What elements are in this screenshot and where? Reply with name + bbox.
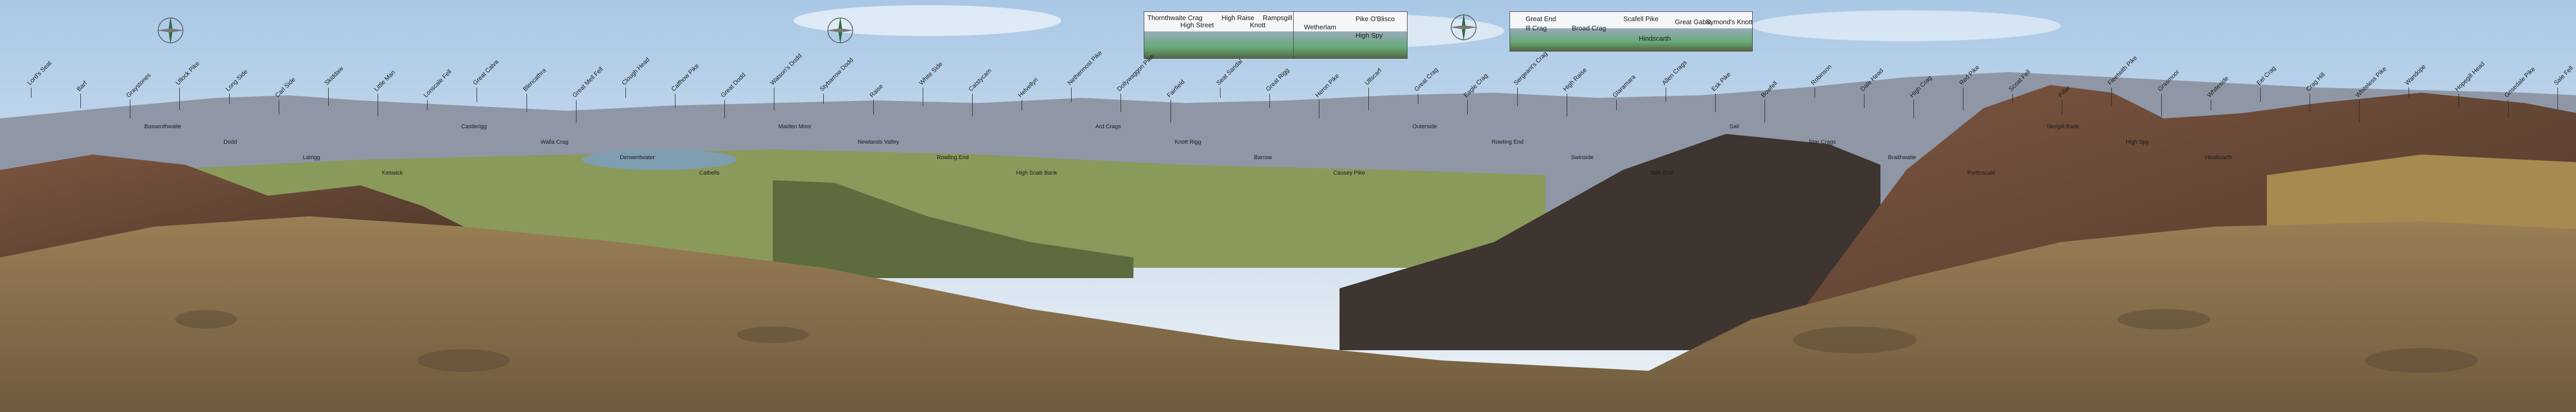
inset-label: Knott <box>1250 21 1266 29</box>
leader-line <box>873 100 874 114</box>
central-ridge <box>773 180 1133 278</box>
leader-line <box>1219 88 1221 98</box>
valley-label: Latrigg <box>302 154 320 161</box>
valley-label: Keswick <box>382 170 403 176</box>
leader-line <box>1715 94 1716 112</box>
leader-line <box>1616 100 1617 110</box>
valley-label: Causey Pike <box>1333 170 1365 176</box>
inset-label: Broad Crag <box>1572 24 1606 32</box>
leader-line <box>1467 100 1468 114</box>
inset-label: Hindscarth <box>1639 35 1671 42</box>
inset-label: Scafell Pike <box>1623 15 1658 23</box>
valley-label: Castlerigg <box>461 124 487 130</box>
inset-photo <box>1294 31 1407 58</box>
compass-rose-icon <box>826 16 854 44</box>
valley-label: High Snab Bank <box>1016 170 1057 176</box>
foreground-crest <box>0 216 2576 412</box>
leader-line <box>328 88 329 106</box>
inset-label: Great Gable <box>1675 18 1711 26</box>
valley-label: Dodd <box>223 139 238 145</box>
leader-line <box>1517 88 1518 106</box>
valley-label: Maiden Moor <box>778 124 811 130</box>
inset-panel-1: Thornthwaite Crag High Street High Raise… <box>1144 11 1310 59</box>
valley-label: High Spy <box>2126 139 2149 145</box>
cloud <box>1752 10 2061 41</box>
dark-fell <box>1340 134 1880 350</box>
valley-label: Derwentwater <box>620 154 655 161</box>
leader-line <box>80 94 81 108</box>
leader-line <box>179 88 180 110</box>
leader-line <box>2161 94 2162 116</box>
leader-line <box>823 94 824 104</box>
valley-label: Rowling End <box>937 154 969 161</box>
valley-label: Sail <box>1729 124 1739 130</box>
inset-label: Wetherlam <box>1304 23 1336 31</box>
leader-line <box>575 100 577 123</box>
valley-label: Knott Rigg <box>1175 139 1201 145</box>
cloud <box>793 5 1061 36</box>
leader-line <box>1368 88 1369 110</box>
inset-photo <box>1144 31 1294 58</box>
compass-rose-icon <box>1450 13 1478 41</box>
inset-label: Pike O'Blisco <box>1355 15 1395 23</box>
valley-label: Portinscale <box>1967 170 1995 176</box>
leader-line <box>2507 100 2509 118</box>
leader-line <box>1913 100 1914 118</box>
leader-line <box>2359 100 2360 123</box>
leader-line <box>1269 94 1270 108</box>
leader-line <box>625 88 626 98</box>
leader-line <box>2557 88 2558 110</box>
lake <box>582 149 737 170</box>
rock-texture <box>175 309 2478 373</box>
compass-rose-icon <box>157 16 184 44</box>
inset-label: Symond's Knott <box>1706 18 1753 26</box>
valley-label: Walla Crag <box>540 139 569 145</box>
inset-label: Thornthwaite Crag <box>1147 14 1202 22</box>
inset-panel-3: Great End Ill Crag Broad Crag Scafell Pi… <box>1510 11 1753 52</box>
leader-line <box>1071 88 1072 102</box>
valley-label: Catbells <box>699 170 720 176</box>
valley-label: Newlands Valley <box>857 139 900 145</box>
leader-line <box>2012 94 2013 104</box>
leader-line <box>229 94 230 104</box>
leader-line <box>2260 88 2261 102</box>
valley-label: Skelgill Bank <box>2046 124 2079 130</box>
inset-photo <box>1510 28 1752 51</box>
inset-label: High Street <box>1180 21 1214 29</box>
valley-label: Ard Crags <box>1095 124 1121 130</box>
leader-line <box>427 100 428 110</box>
valley-label: Rowling End <box>1492 139 1524 145</box>
valley-label: Star Crags <box>1808 139 1836 145</box>
leader-line <box>972 94 973 116</box>
valley-label: Bassenthwaite <box>144 124 181 130</box>
leader-line <box>1863 94 1865 108</box>
valley-label: Hindscarth <box>2205 154 2232 161</box>
inset-label: High Spy <box>1355 31 1383 39</box>
valley-label: Outerside <box>1412 124 1437 130</box>
valley-label: Stile End <box>1650 170 1673 176</box>
valley-label: Braithwaite <box>1888 154 1917 161</box>
leader-line <box>2111 88 2112 106</box>
inset-label: High Raise <box>1222 14 1255 22</box>
valley-label: Barrow <box>1253 154 1272 161</box>
inset-panel-2: Pike O'Blisco Wetherlam High Spy <box>1293 11 1408 59</box>
inset-label: Great End <box>1526 15 1556 23</box>
inset-label: Ill Crag <box>1526 24 1547 32</box>
valley-label: Swinside <box>1571 154 1594 161</box>
leader-line <box>724 100 725 118</box>
